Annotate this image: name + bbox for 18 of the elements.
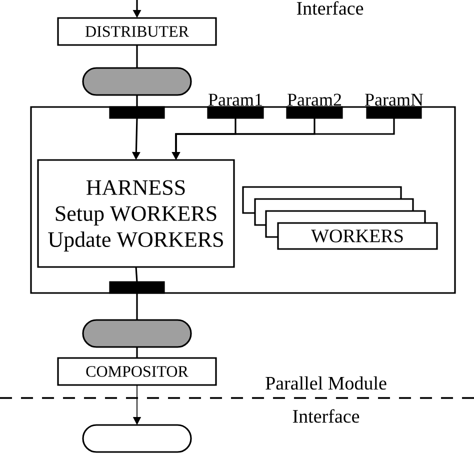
node-label: Param1 [208,94,262,106]
worker-box: WORKERS [277,222,438,250]
node-label: ParamN [365,94,424,106]
process-box: DISTRIBUTER [57,17,217,46]
node-label: Param2 [288,94,342,106]
section-label: Interface [296,1,364,15]
param-port: ParamN [365,94,424,119]
section-label: Interface [292,409,360,423]
port-bar [109,281,165,294]
process-box: COMPOSITOR [57,357,217,386]
capsule-shape [82,67,192,96]
capsule-shape [82,424,192,453]
capsule-shape [82,319,192,348]
param-port: Param1 [207,94,264,119]
port-bar [109,106,165,119]
param-port: Param2 [286,94,343,119]
harness-box: HARNESS Setup WORKERS Update WORKERS [37,159,235,268]
section-label: Parallel Module [266,376,386,390]
